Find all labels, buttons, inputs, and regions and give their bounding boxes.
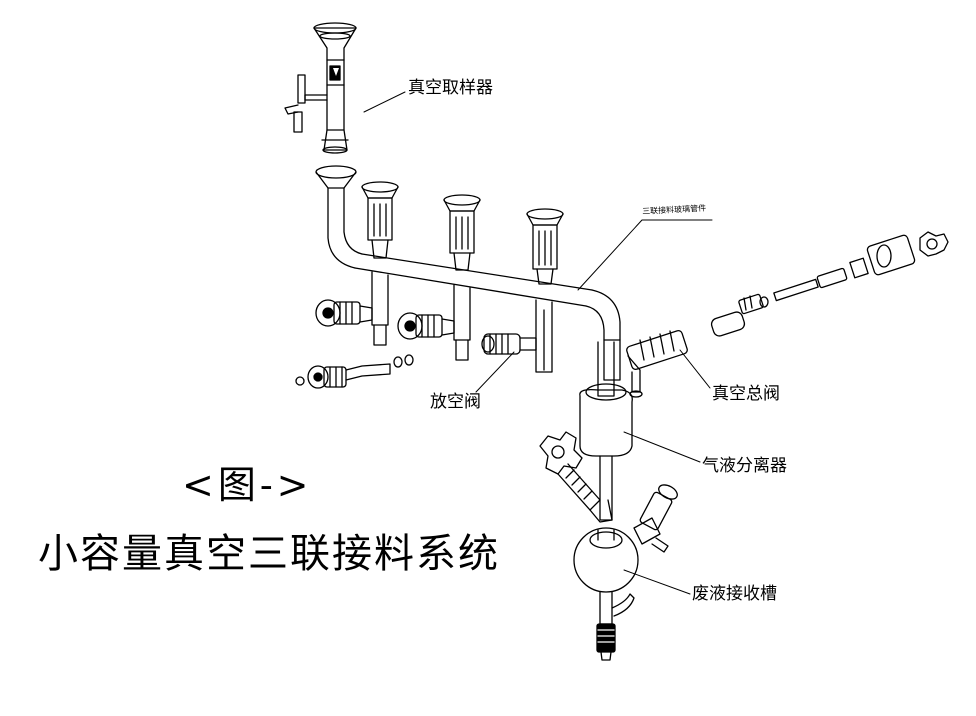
waste-receiver xyxy=(539,431,678,661)
label-separator: 气液分离器 xyxy=(702,456,787,476)
separator xyxy=(579,341,633,521)
label-vacuum-sampler: 真空取样器 xyxy=(408,78,493,98)
leader-separator xyxy=(623,431,701,463)
vacuum-sampler xyxy=(284,22,357,154)
leader-waste-tank xyxy=(623,569,691,595)
manifold xyxy=(315,165,621,373)
left-fittings xyxy=(295,299,537,389)
label-waste-tank: 废液接收槽 xyxy=(692,584,777,604)
leader-vacuum-sampler xyxy=(363,91,406,113)
figure-label: <图-> xyxy=(182,463,313,507)
label-vent-valve: 放空阀 xyxy=(430,392,481,412)
label-main-vacuum-valve: 真空总阀 xyxy=(712,384,780,404)
leader-lines xyxy=(363,91,713,595)
main-valve-assembly xyxy=(603,231,949,398)
leader-main-vacuum-valve xyxy=(679,349,711,389)
figure-title: 小容量真空三联接料系统 xyxy=(38,531,500,577)
leader-vent-valve xyxy=(475,351,515,393)
leader-manifold xyxy=(577,219,713,291)
